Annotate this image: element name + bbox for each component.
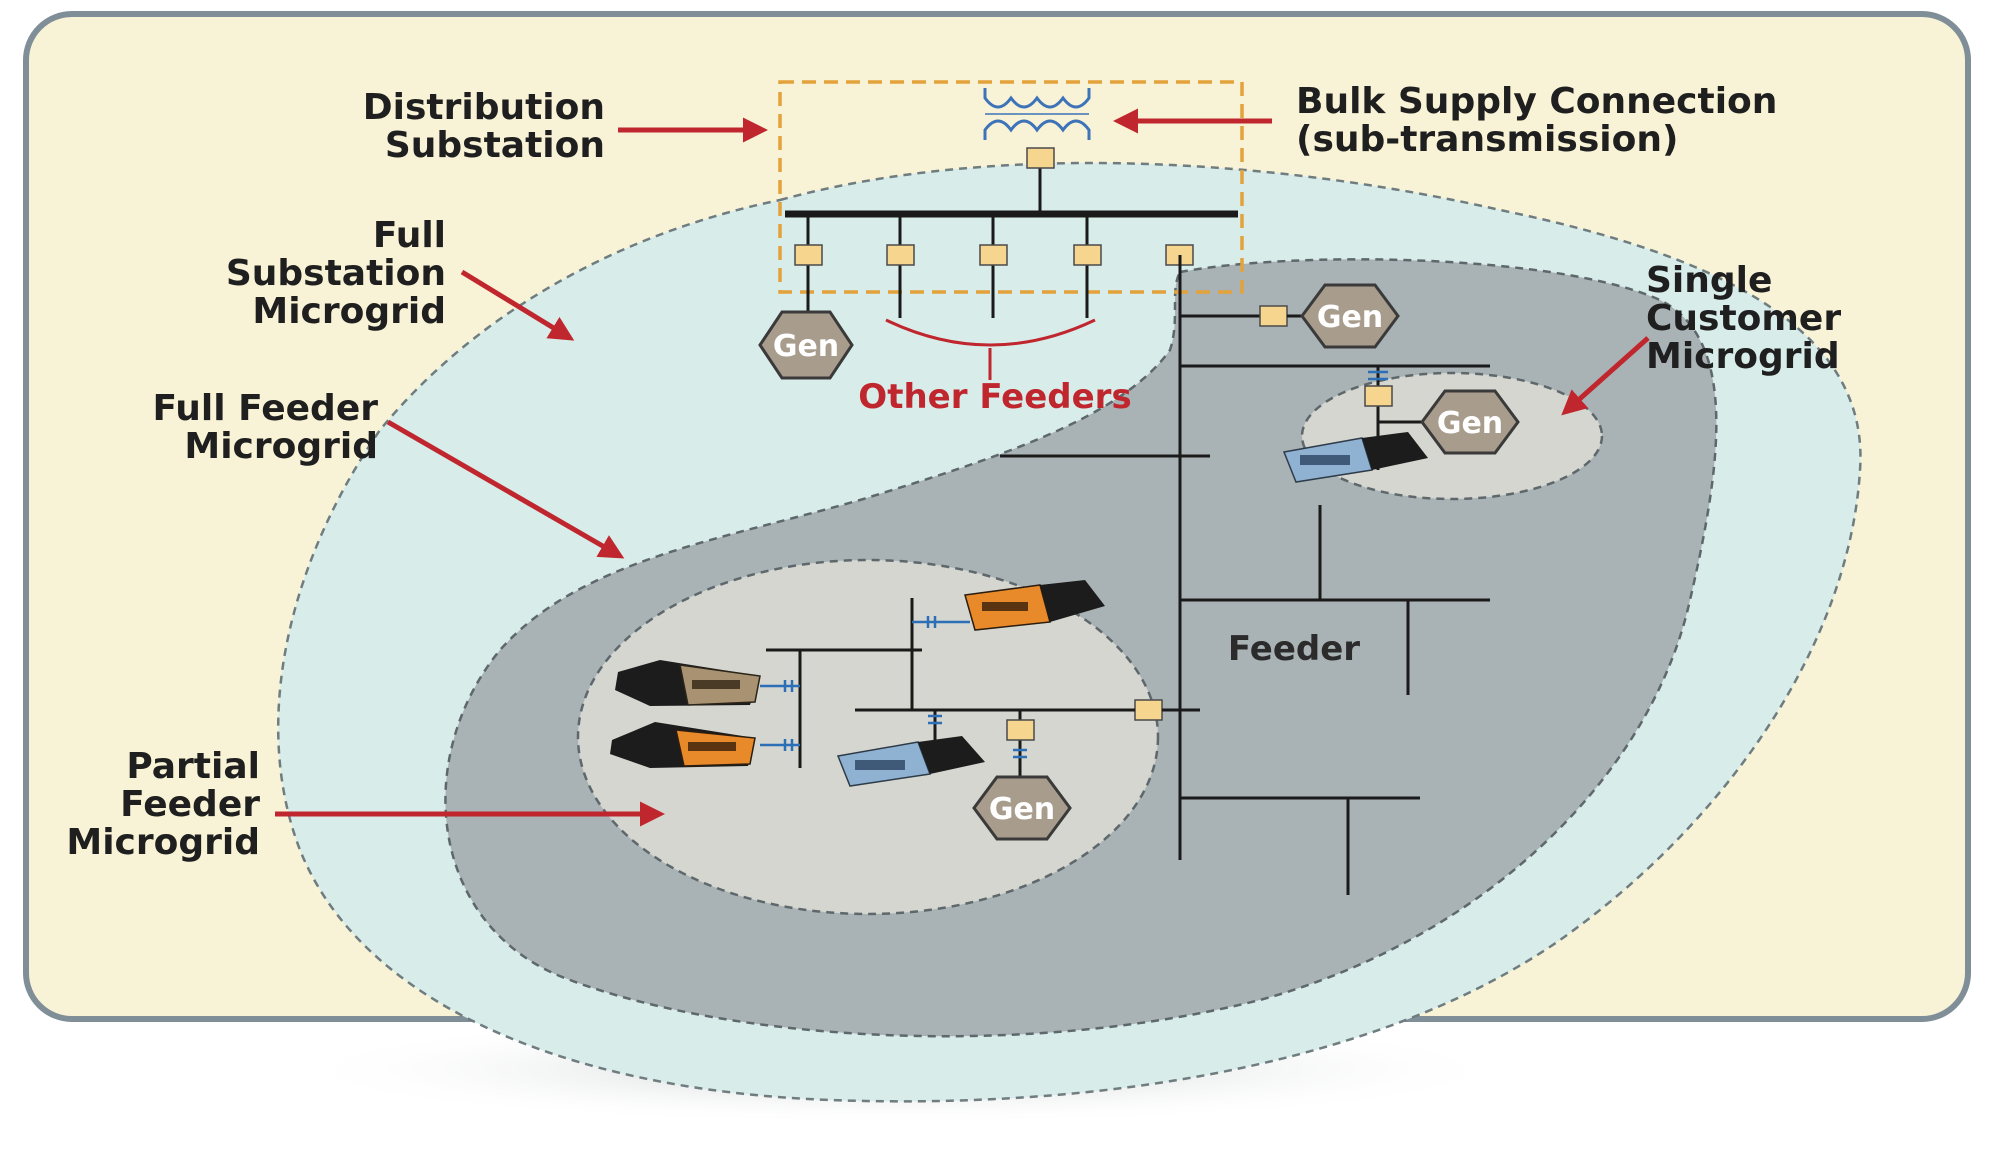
- partial-gen-breaker: [1006, 719, 1035, 741]
- svg-text:Bulk Supply Connection: Bulk Supply Connection: [1296, 81, 1777, 122]
- other-feeders-brace: [885, 318, 1096, 380]
- label-partial-feeder-microgrid: Partial Feeder Microgrid: [66, 746, 260, 863]
- svg-text:Full: Full: [373, 215, 446, 256]
- single-customer-switch-icon: [1368, 370, 1388, 381]
- building-icon-tan: [615, 660, 761, 706]
- svg-text:Partial: Partial: [126, 746, 260, 787]
- feeder-generator: Gen: [1300, 283, 1400, 349]
- svg-text:Customer: Customer: [1646, 298, 1841, 339]
- generator-label: Gen: [1437, 406, 1503, 441]
- svg-text:Distribution: Distribution: [363, 87, 605, 128]
- generator-label: Gen: [989, 792, 1055, 827]
- feeder-breakers: [794, 244, 1194, 266]
- partial-feeder-breaker: [1134, 699, 1163, 721]
- svg-text:Microgrid: Microgrid: [66, 822, 260, 863]
- single-customer-generator: Gen: [1420, 389, 1520, 455]
- generator-label: Gen: [773, 329, 839, 364]
- svg-text:Feeder: Feeder: [120, 784, 260, 825]
- feeder-drops: [806, 214, 1089, 325]
- label-full-substation-microgrid: Full Substation Microgrid: [226, 215, 446, 332]
- other-feeders-label: Other Feeders: [858, 377, 1131, 417]
- transformer-icon: [983, 88, 1091, 140]
- substation-generator: Gen: [758, 310, 854, 380]
- distribution-substation-box: [778, 80, 1244, 294]
- label-distribution-substation: Distribution Substation: [363, 87, 605, 166]
- svg-text:Microgrid: Microgrid: [184, 426, 378, 467]
- svg-text:Substation: Substation: [226, 253, 446, 294]
- svg-text:Full Feeder: Full Feeder: [152, 388, 378, 429]
- single-customer-breaker: [1364, 385, 1393, 407]
- svg-text:Substation: Substation: [385, 125, 605, 166]
- main-feeder-lines: [1000, 255, 1490, 895]
- feeder-label: Feeder: [1228, 629, 1360, 669]
- svg-text:(sub-transmission): (sub-transmission): [1296, 119, 1678, 160]
- building-icon-orange-top: [964, 580, 1105, 631]
- partial-feeder-taps: [760, 616, 1027, 759]
- arrow-single-customer: [1561, 336, 1650, 416]
- svg-text:Single: Single: [1646, 260, 1772, 301]
- building-icon-orange-left: [610, 722, 756, 768]
- generator-label: Gen: [1317, 300, 1383, 335]
- single-customer-building-icon: [1282, 432, 1428, 483]
- arrow-full-feeder: [386, 419, 625, 559]
- transformer-breaker: [1026, 147, 1055, 169]
- annotation-arrows: [275, 108, 1650, 827]
- svg-text:Microgrid: Microgrid: [252, 291, 446, 332]
- partial-feeder-generator: Gen: [972, 775, 1072, 841]
- label-bulk-supply: Bulk Supply Connection (sub-transmission…: [1296, 81, 1777, 160]
- building-icon-blue: [836, 736, 985, 787]
- svg-text:Microgrid: Microgrid: [1646, 336, 1840, 377]
- arrow-full-substation: [460, 269, 575, 341]
- label-single-customer-microgrid: Single Customer Microgrid: [1646, 260, 1841, 377]
- feeder-breaker: [1259, 305, 1288, 327]
- label-full-feeder-microgrid: Full Feeder Microgrid: [152, 388, 378, 467]
